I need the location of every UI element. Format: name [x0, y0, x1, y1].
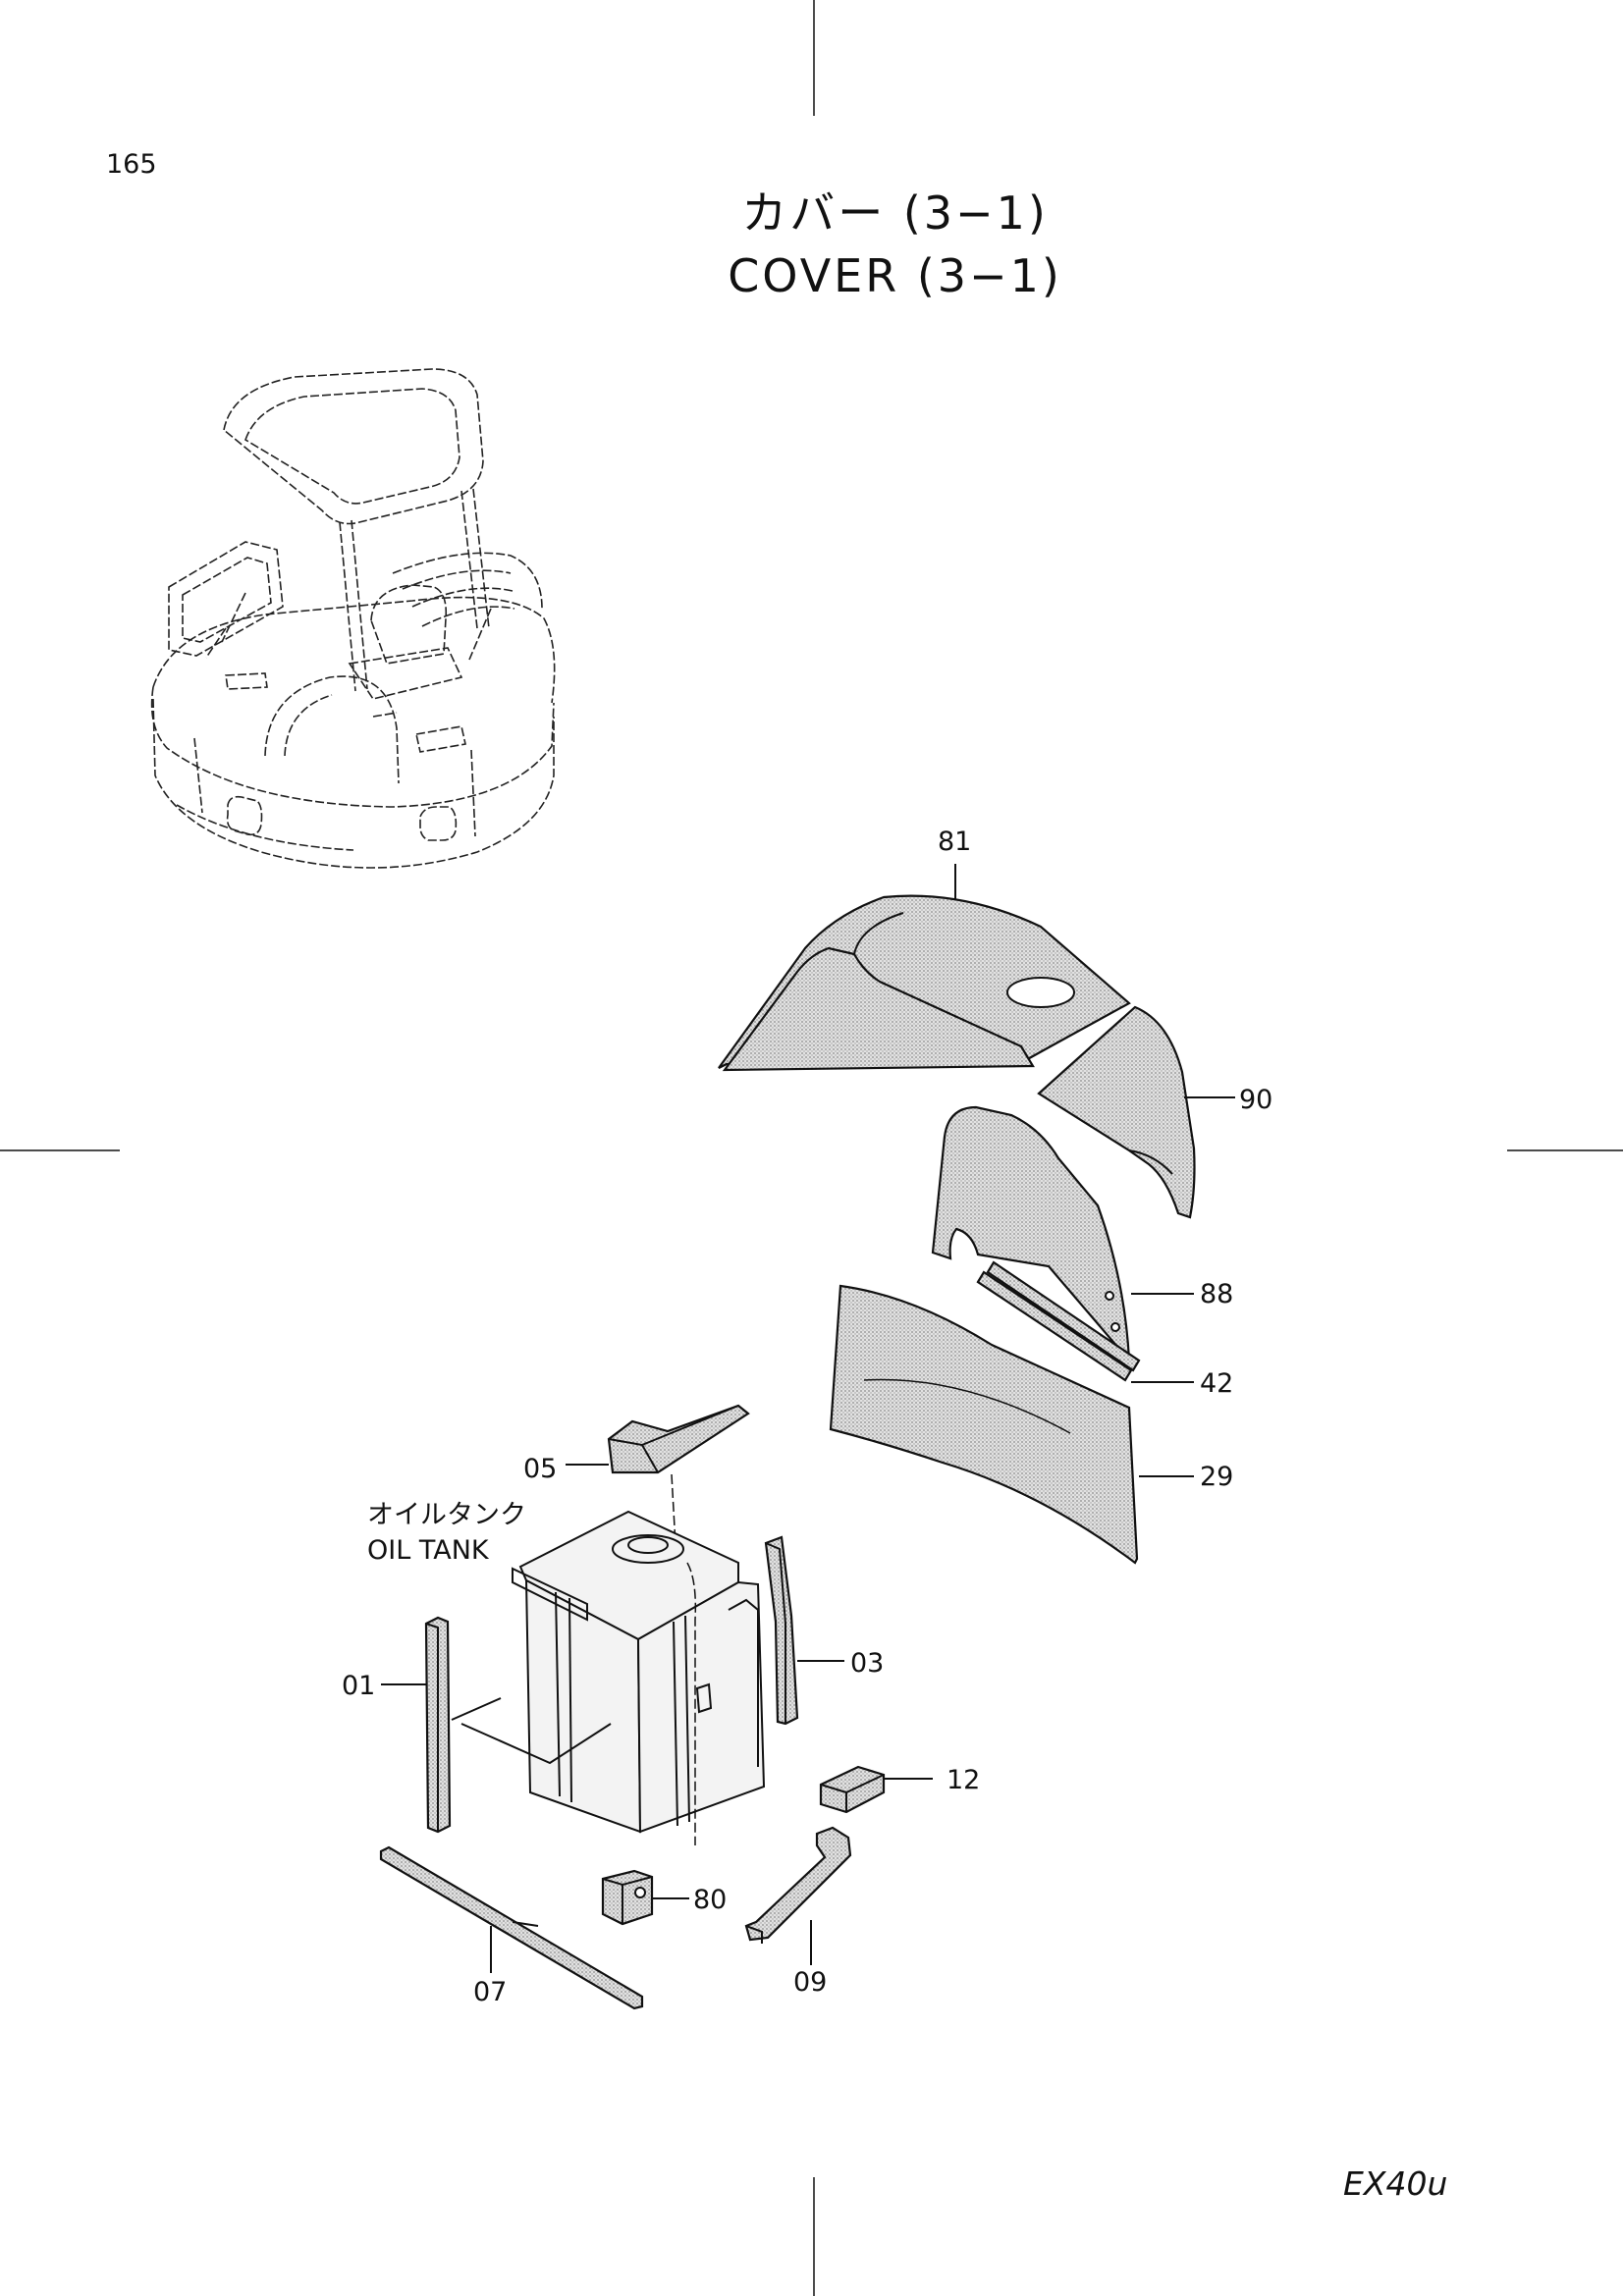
callout-09: 09: [793, 1967, 827, 1998]
part-81: [718, 894, 1131, 1072]
part-09: [744, 1826, 852, 1944]
machine-overview-illustration: [150, 368, 556, 869]
page-number: 165: [106, 149, 157, 180]
callout-01: 01: [342, 1671, 375, 1701]
callout-07: 07: [473, 1977, 507, 2007]
oil-tank-label-japanese: オイルタンク: [367, 1500, 526, 1530]
callout-90: 90: [1239, 1085, 1272, 1115]
oil-tank-label-english: OIL TANK: [367, 1535, 490, 1566]
part-05: [607, 1404, 750, 1474]
part-80: [601, 1869, 654, 1926]
part-88: [931, 1105, 1131, 1364]
callout-80: 80: [693, 1885, 727, 1915]
callout-88: 88: [1200, 1279, 1233, 1309]
part-03: [764, 1535, 799, 1726]
title-block: カバー (3−1) COVER (3−1): [0, 182, 1623, 307]
part-12: [819, 1765, 886, 1814]
callout-03: 03: [850, 1648, 884, 1679]
part-90: [1037, 1005, 1196, 1219]
callout-05: 05: [523, 1454, 557, 1484]
part-01: [424, 1616, 452, 1834]
callout-12: 12: [947, 1765, 980, 1795]
part-29: [829, 1284, 1139, 1565]
callout-29: 29: [1200, 1462, 1233, 1492]
title-japanese: カバー (3−1): [741, 187, 1049, 240]
model-code: EX40u: [1343, 2164, 1448, 2203]
part-07: [379, 1845, 644, 2010]
callout-42: 42: [1200, 1368, 1233, 1399]
oil-tank-assembly: [451, 1510, 766, 1845]
title-english: COVER (3−1): [728, 249, 1062, 302]
part-42: [976, 1260, 1141, 1382]
callout-81: 81: [938, 827, 971, 857]
